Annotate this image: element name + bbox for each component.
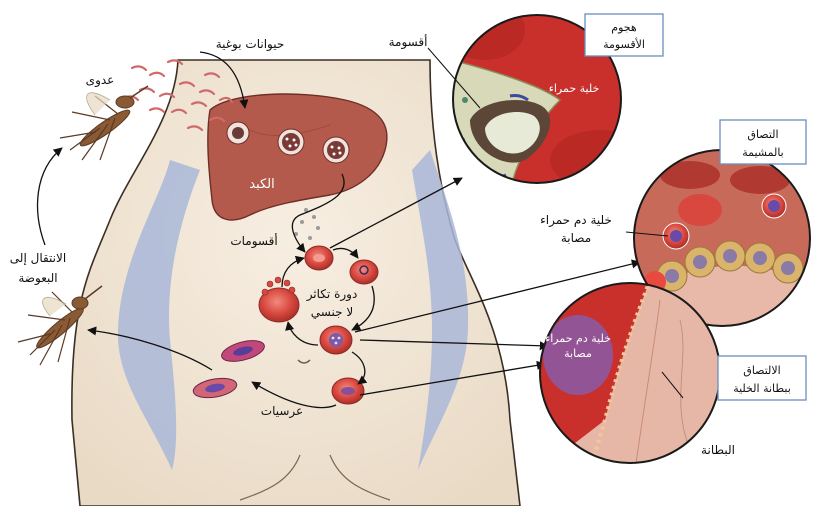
box-placenta: التصاق بالمشيمة [720, 120, 806, 164]
label-lining: البطانة [701, 443, 735, 457]
box-endothelium-line2: ببطانة الخلية [733, 382, 791, 395]
label-transmission-1: الانتقال إلى [10, 251, 66, 265]
label-infected-rbc-1: خلية دم حمراء [540, 213, 612, 228]
rbc-label-circle1: خلية حمراء [549, 82, 600, 95]
infected-rbc-label-circle3-line1: خلية دم حمراء [545, 332, 611, 345]
label-transmission-2: البعوضة [18, 271, 57, 286]
liver-label: الكبد [249, 177, 275, 192]
label-merozoites: أقسومات [230, 233, 277, 249]
box-endothelium: الالتصاق ببطانة الخلية [718, 356, 806, 400]
label-infection: عدوى [86, 73, 115, 88]
box-placenta-line2: بالمشيمة [742, 146, 784, 159]
box-merozoite-attack: هجوم الأقسومة [585, 14, 663, 56]
label-merozoite-zoom: أقسومة [389, 34, 428, 50]
label-infected-rbc-2: مصابة [561, 231, 591, 245]
box-attack-line1: هجوم [611, 21, 637, 34]
label-sporozoites: حيوانات بوغية [216, 37, 285, 52]
label-asexual-1: دورة تكاثر [306, 287, 358, 302]
label-asexual-2: لا جنسي [311, 305, 353, 319]
infected-rbc-label-circle3-line2: مصابة [564, 347, 592, 360]
box-endothelium-line1: الالتصاق [743, 364, 780, 377]
box-attack-line2: الأقسومة [603, 37, 645, 51]
box-placenta-line1: التصاق [747, 128, 778, 141]
label-gametocytes: عرسيات [261, 404, 303, 419]
rbc-ring-stage [350, 260, 378, 284]
